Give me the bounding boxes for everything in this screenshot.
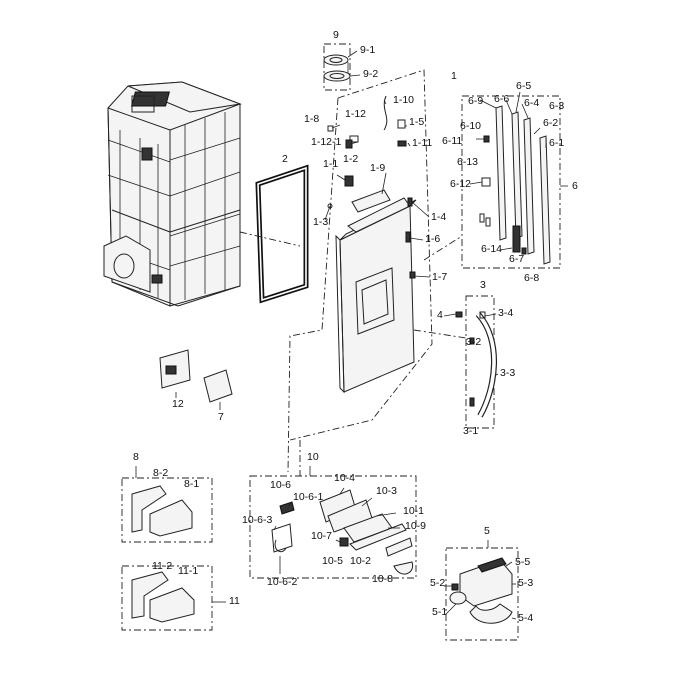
part-label: 12 — [172, 398, 184, 410]
part-label: 1-3 — [313, 216, 328, 228]
part-label: 9-1 — [360, 44, 375, 56]
part-label: 6-9 — [468, 95, 483, 107]
part-label: 1-1 — [323, 158, 338, 170]
bin-group-11 — [121, 565, 226, 631]
part-label: 1-12 — [345, 108, 366, 120]
part-label: 6-11 — [442, 135, 462, 147]
part-label: 5-3 — [518, 577, 533, 589]
part-label: 7 — [218, 411, 224, 423]
part-label: 10-1 — [403, 505, 424, 517]
part-label: 8 — [133, 451, 139, 463]
part-label: 6-6 — [494, 93, 509, 105]
part-label: 6-8 — [524, 272, 539, 284]
part-label: 4 — [437, 309, 443, 321]
part-label: 3-2 — [466, 336, 481, 348]
part-label: 5-4 — [518, 612, 533, 624]
part-label: 1-5 — [409, 116, 424, 128]
part-label: 6-7 — [509, 253, 524, 265]
part-label: 1-8 — [304, 113, 319, 125]
part-label: 10-7 — [311, 530, 332, 542]
part-label: 3 — [480, 279, 486, 291]
part-label: 8-2 — [153, 467, 168, 479]
part-label: 1-9 — [370, 162, 385, 174]
cap-group — [323, 43, 361, 91]
part-label: 10-6-3 — [242, 514, 273, 526]
part-label: 6-14 — [481, 243, 502, 255]
part-label: 5-2 — [430, 577, 445, 589]
part-label: 10-2 — [350, 555, 371, 567]
part-label: 9 — [333, 29, 339, 41]
part-label: 6-10 — [460, 120, 481, 132]
part-label: 5 — [484, 525, 490, 537]
part-label: 6-1 — [549, 137, 564, 149]
dispenser-group — [249, 466, 417, 579]
ice-chute-group — [444, 540, 519, 641]
part-label: 1-6 — [425, 233, 440, 245]
part-label: 3-1 — [463, 425, 478, 437]
part-label: 5-1 — [432, 606, 447, 618]
part-label: 10-3 — [376, 485, 397, 497]
part-label: 10-6-2 — [267, 576, 298, 588]
part-label: 10-8 — [372, 573, 393, 585]
part-label: 11 — [229, 595, 240, 607]
part-label: 10-6 — [270, 479, 291, 491]
part-label: 6-2 — [543, 117, 558, 129]
part-label: 6-12 — [450, 178, 471, 190]
part-label: 10-4 — [334, 472, 355, 484]
part-label: 1-10 — [393, 94, 414, 106]
part-label: 10-5 — [322, 555, 343, 567]
part-label: 5-5 — [515, 556, 530, 568]
handle-group — [443, 295, 499, 429]
part-label: 6-13 — [457, 156, 478, 168]
part-label: 6-4 — [524, 97, 539, 109]
part-label: 9-2 — [363, 68, 378, 80]
part-number-labels: 9 9-1 9-2 1 1-10 1-8 1-12 1-5 1-12-1 1-11 1-2 1-1 1-… — [133, 29, 578, 624]
bin-group-8 — [121, 466, 213, 543]
part-label: 1-2 — [343, 153, 358, 165]
part-label: 2 — [282, 153, 288, 165]
part-label: 6-3 — [549, 100, 564, 112]
part-label: 10-6-1 — [293, 491, 324, 503]
part-label: 1-7 — [432, 271, 447, 283]
door-gasket — [255, 164, 309, 304]
part-label: 10 — [307, 451, 319, 463]
part-label: 1-12-1 — [311, 136, 342, 148]
part-label: 1-11 — [412, 137, 432, 149]
part-label: 6 — [572, 180, 578, 192]
part-label: 10-9 — [405, 520, 426, 532]
connector-lines — [239, 231, 467, 476]
part-label: 1 — [451, 70, 457, 82]
part-label: 11-2 — [152, 560, 172, 572]
part-label: 11-1 — [178, 565, 198, 577]
part-label: 1-4 — [431, 211, 446, 223]
trim-group — [461, 91, 568, 269]
cabinet-drawing — [103, 81, 242, 307]
part-label: 8-1 — [184, 478, 199, 490]
panels-12-7 — [159, 349, 233, 410]
part-label: 3-4 — [498, 307, 513, 319]
door-assembly — [287, 62, 433, 473]
part-label: 3-3 — [500, 367, 515, 379]
part-label: 6-5 — [516, 80, 531, 92]
